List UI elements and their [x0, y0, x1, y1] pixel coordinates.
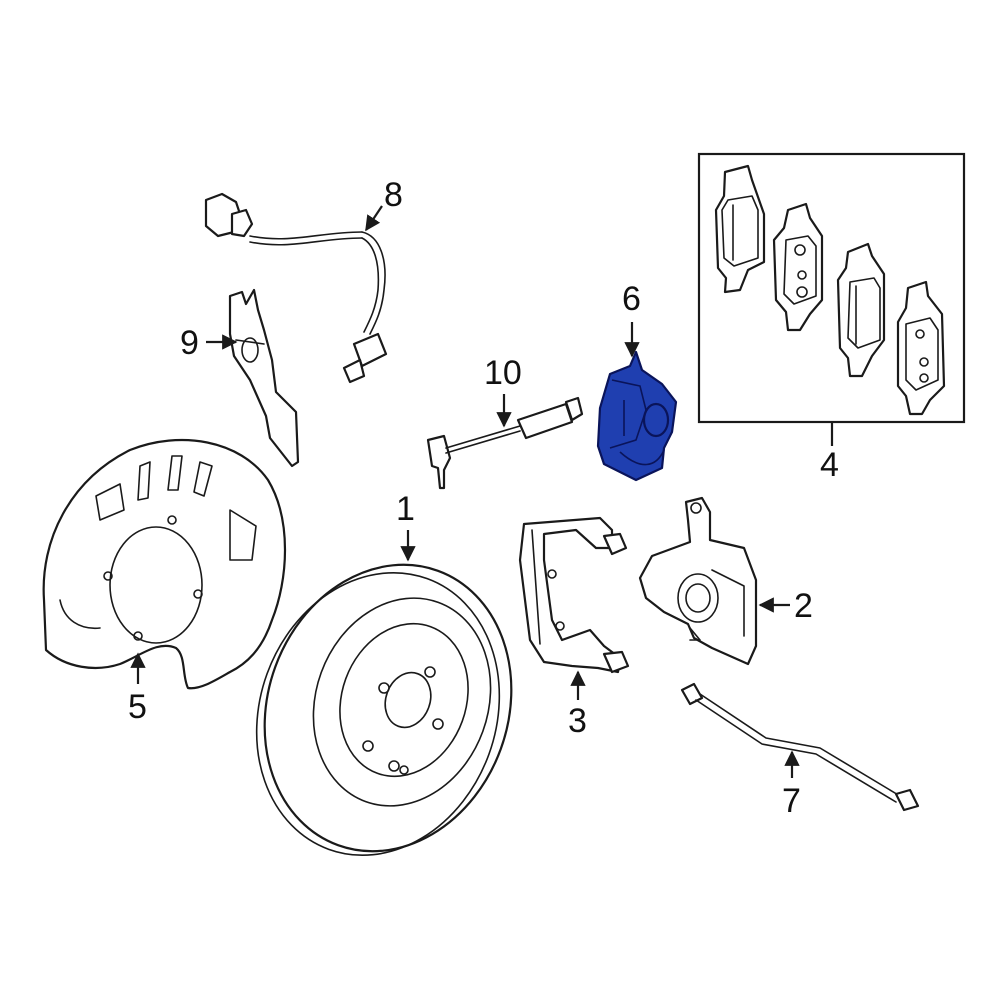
callout-label-3: 3 — [568, 702, 587, 740]
callout-2: 2 — [758, 587, 813, 625]
part-7-brake-hose[interactable] — [680, 682, 920, 812]
part-2-brake-caliper[interactable] — [638, 496, 758, 666]
callout-5: 5 — [128, 652, 147, 726]
part-1-brake-rotor[interactable] — [218, 530, 551, 890]
callout-label-8: 8 — [384, 176, 403, 214]
callout-label-4: 4 — [820, 446, 839, 484]
part-6-parking-brake-actuator[interactable] — [596, 350, 678, 482]
part-4-brake-pad-set[interactable] — [697, 152, 966, 424]
callout-3: 3 — [568, 670, 587, 740]
brake-pad-1 — [714, 164, 766, 294]
callout-label-7: 7 — [782, 782, 801, 820]
callout-label-9: 9 — [180, 324, 199, 362]
callout-1: 1 — [396, 490, 416, 562]
brake-pad-3 — [836, 242, 886, 378]
brake-pad-2 — [772, 202, 824, 332]
callout-label-2: 2 — [794, 587, 813, 625]
part-9-sensor-bracket[interactable] — [228, 288, 300, 468]
callout-8: 8 — [365, 176, 403, 232]
callout-10: 10 — [484, 354, 522, 428]
callout-label-6: 6 — [622, 280, 641, 318]
part-5-dust-shield[interactable] — [42, 438, 287, 690]
callout-6: 6 — [622, 280, 641, 358]
callout-9: 9 — [180, 324, 238, 362]
part-8-wheel-speed-sensor[interactable] — [204, 192, 388, 384]
callout-7: 7 — [782, 750, 801, 820]
brake-pad-4 — [896, 280, 946, 416]
part-3-caliper-bracket[interactable] — [518, 516, 630, 674]
part-10-pad-wear-sensor[interactable] — [426, 396, 584, 490]
callout-4: 4 — [820, 422, 839, 484]
callout-label-5: 5 — [128, 688, 147, 726]
callout-label-1: 1 — [396, 490, 415, 528]
callout-label-10: 10 — [484, 354, 522, 392]
